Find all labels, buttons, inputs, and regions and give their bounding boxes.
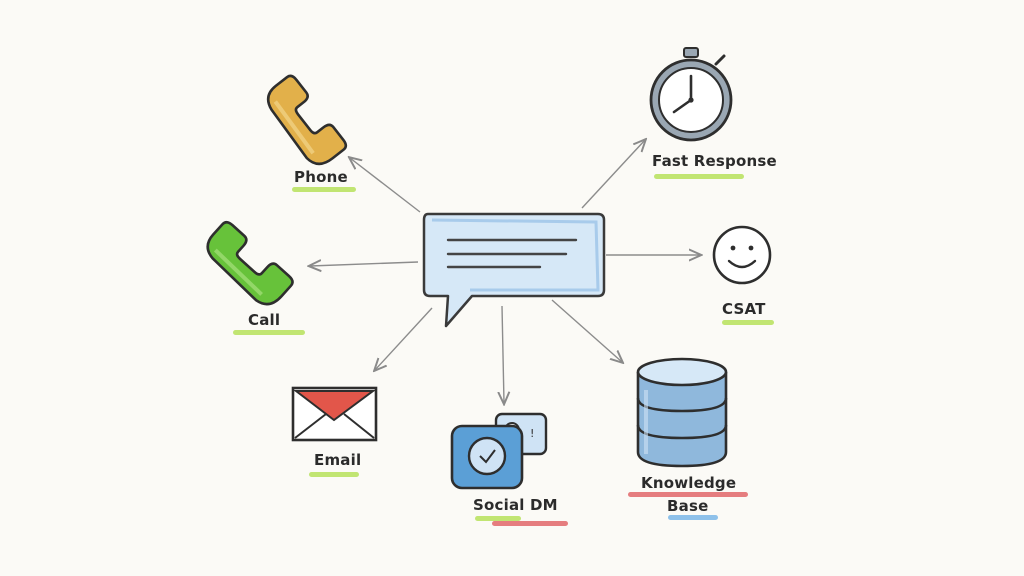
chat-bubble-icon <box>422 212 606 328</box>
connector-fast <box>581 140 645 209</box>
node-label-fast-response: Fast Response <box>652 152 777 170</box>
label-highlight <box>309 472 359 477</box>
label-highlight <box>668 515 718 520</box>
label-highlight <box>233 330 305 335</box>
connector-email <box>375 307 433 370</box>
node-label-csat: CSAT <box>722 300 766 318</box>
phone-handset-icon <box>206 220 294 306</box>
label-highlight <box>722 320 774 325</box>
envelope-icon <box>291 386 378 442</box>
label-highlight <box>492 521 568 526</box>
connector-call <box>310 262 419 266</box>
stopwatch-icon <box>649 47 733 142</box>
smiley-face-icon <box>712 225 772 285</box>
node-label-call: Call <box>248 311 281 329</box>
label-highlight <box>475 516 521 521</box>
node-label-base: Base <box>667 497 709 515</box>
label-highlight <box>628 492 748 497</box>
label-highlight <box>654 174 744 179</box>
camera-message-icon: ! <box>450 412 548 490</box>
phone-handset-icon <box>266 74 348 166</box>
connectors <box>310 140 700 403</box>
node-label-phone: Phone <box>294 168 348 186</box>
svg-text:!: ! <box>530 427 534 440</box>
node-label-email: Email <box>314 451 362 469</box>
connector-phone <box>350 158 421 213</box>
connector-social <box>502 305 504 403</box>
database-icon <box>636 357 728 468</box>
connector-kb <box>551 299 622 362</box>
node-label-knowledge: Knowledge <box>641 474 737 492</box>
node-label-social-dm: Social DM <box>473 496 558 514</box>
label-highlight <box>292 187 356 192</box>
